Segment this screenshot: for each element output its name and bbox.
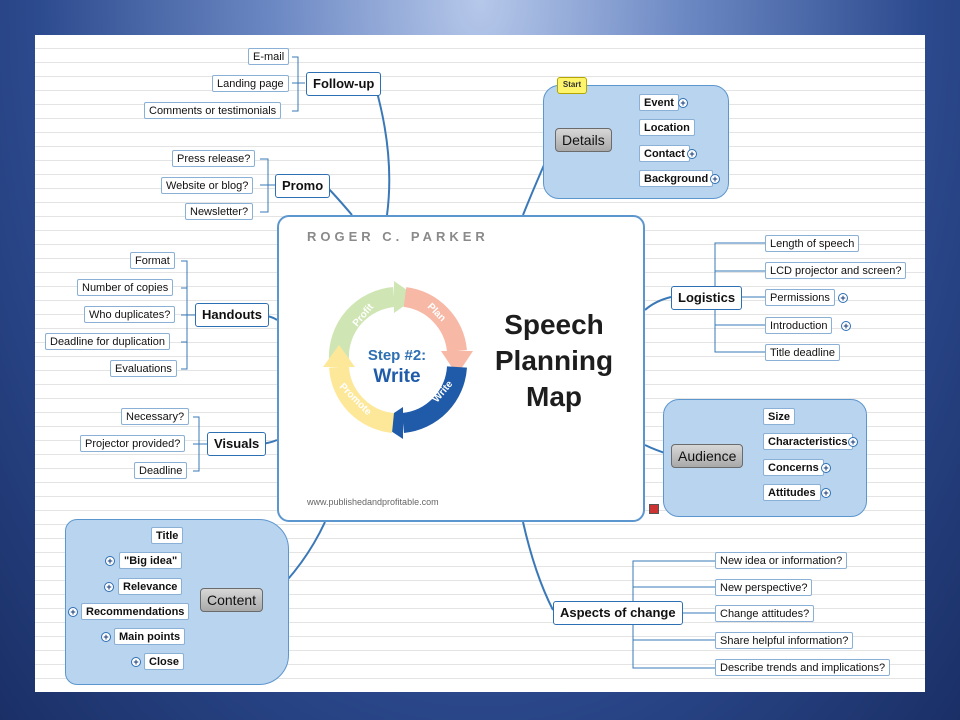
- handouts-item-who-duplicates[interactable]: Who duplicates?: [84, 306, 176, 323]
- follow-up-item-email[interactable]: E-mail: [248, 48, 290, 65]
- map-title-line-1: Speech: [504, 309, 604, 340]
- handouts-item-deadline[interactable]: Deadline for duplication: [45, 333, 170, 350]
- audience-characteristics-expand-icon[interactable]: +: [848, 437, 858, 447]
- topic-handouts[interactable]: Handouts: [195, 303, 269, 327]
- aspects-item-change-attitudes[interactable]: Change attitudes?: [715, 605, 815, 622]
- topic-logistics[interactable]: Logistics: [671, 286, 743, 310]
- aspects-item-share-info[interactable]: Share helpful information?: [715, 632, 854, 649]
- mind-map-slide: Follow-up E-mail Landing page Comments o…: [35, 35, 925, 692]
- aspects-item-describe-trends[interactable]: Describe trends and implications?: [715, 659, 891, 676]
- content-item-close[interactable]: Close: [144, 653, 184, 670]
- aspects-item-new-perspective[interactable]: New perspective?: [715, 579, 813, 596]
- handouts-item-evaluations[interactable]: Evaluations: [110, 360, 177, 377]
- step-number: Step #2:: [367, 347, 427, 364]
- content-relevance-expand-icon[interactable]: +: [104, 582, 114, 592]
- step-name: Write: [373, 366, 421, 387]
- promo-item-website-blog[interactable]: Website or blog?: [161, 177, 254, 194]
- details-item-background[interactable]: Background: [639, 170, 714, 187]
- promo-item-newsletter[interactable]: Newsletter?: [185, 203, 254, 220]
- map-title-line-2: Planning: [494, 345, 614, 376]
- cycle-arrow-promote: [329, 365, 395, 433]
- topic-follow-up[interactable]: Follow-up: [306, 72, 382, 96]
- details-contact-expand-icon[interactable]: +: [687, 149, 697, 159]
- topic-content[interactable]: Content: [200, 588, 264, 612]
- visuals-item-necessary[interactable]: Necessary?: [121, 408, 190, 425]
- audience-item-attitudes[interactable]: Attitudes: [763, 484, 821, 501]
- audience-concerns-expand-icon[interactable]: +: [821, 463, 831, 473]
- logistics-item-title-deadline[interactable]: Title deadline: [765, 344, 841, 361]
- content-item-main-points[interactable]: Main points: [114, 628, 186, 645]
- topic-details[interactable]: Details: [555, 128, 612, 152]
- content-item-big-idea[interactable]: "Big idea": [119, 552, 183, 569]
- logistics-item-lcd[interactable]: LCD projector and screen?: [765, 262, 907, 279]
- topic-audience[interactable]: Audience: [671, 444, 744, 468]
- logistics-item-length[interactable]: Length of speech: [765, 235, 860, 252]
- details-event-expand-icon[interactable]: +: [678, 98, 688, 108]
- topic-aspects-of-change[interactable]: Aspects of change: [553, 601, 683, 625]
- promo-item-press-release[interactable]: Press release?: [172, 150, 256, 167]
- audience-item-size[interactable]: Size: [763, 408, 796, 425]
- author-name: ROGER C. PARKER: [307, 229, 489, 244]
- details-item-event[interactable]: Event: [639, 94, 679, 111]
- content-item-title[interactable]: Title: [151, 527, 184, 544]
- central-topic-card[interactable]: ROGER C. PARKER Profit Plan Write Promot…: [277, 215, 645, 522]
- content-item-recommendations[interactable]: Recommendations: [81, 603, 190, 620]
- details-item-contact[interactable]: Contact: [639, 145, 690, 162]
- follow-up-item-comments[interactable]: Comments or testimonials: [144, 102, 282, 119]
- website-url[interactable]: www.publishedandprofitable.com: [307, 497, 439, 507]
- content-item-relevance[interactable]: Relevance: [118, 578, 183, 595]
- content-close-expand-icon[interactable]: +: [131, 657, 141, 667]
- logistics-introduction-expand-icon[interactable]: +: [841, 321, 851, 331]
- small-marker-icon: [649, 504, 659, 514]
- topic-promo[interactable]: Promo: [275, 174, 331, 198]
- audience-item-concerns[interactable]: Concerns: [763, 459, 824, 476]
- aspects-item-new-idea[interactable]: New idea or information?: [715, 552, 848, 569]
- logistics-item-permissions[interactable]: Permissions: [765, 289, 835, 306]
- content-big-idea-expand-icon[interactable]: +: [105, 556, 115, 566]
- follow-up-item-landing-page[interactable]: Landing page: [212, 75, 289, 92]
- start-flag: Start: [557, 77, 587, 94]
- visuals-item-deadline[interactable]: Deadline: [134, 462, 188, 479]
- handouts-item-copies[interactable]: Number of copies: [77, 279, 174, 296]
- audience-attitudes-expand-icon[interactable]: +: [821, 488, 831, 498]
- audience-item-characteristics[interactable]: Characteristics: [763, 433, 853, 450]
- logistics-permissions-expand-icon[interactable]: +: [838, 293, 848, 303]
- logistics-item-introduction[interactable]: Introduction: [765, 317, 833, 334]
- cycle-arrow-plan: [403, 287, 467, 353]
- cycle-arrow-write: [401, 365, 467, 433]
- content-main-points-expand-icon[interactable]: +: [101, 632, 111, 642]
- visuals-item-projector[interactable]: Projector provided?: [80, 435, 186, 452]
- cycle-diagram: Profit Plan Write Promote: [323, 281, 473, 439]
- topic-visuals[interactable]: Visuals: [207, 432, 267, 456]
- handouts-item-format[interactable]: Format: [130, 252, 175, 269]
- content-recommendations-expand-icon[interactable]: +: [68, 607, 78, 617]
- details-item-location[interactable]: Location: [639, 119, 695, 136]
- map-title-line-3: Map: [526, 381, 582, 412]
- details-background-expand-icon[interactable]: +: [710, 174, 720, 184]
